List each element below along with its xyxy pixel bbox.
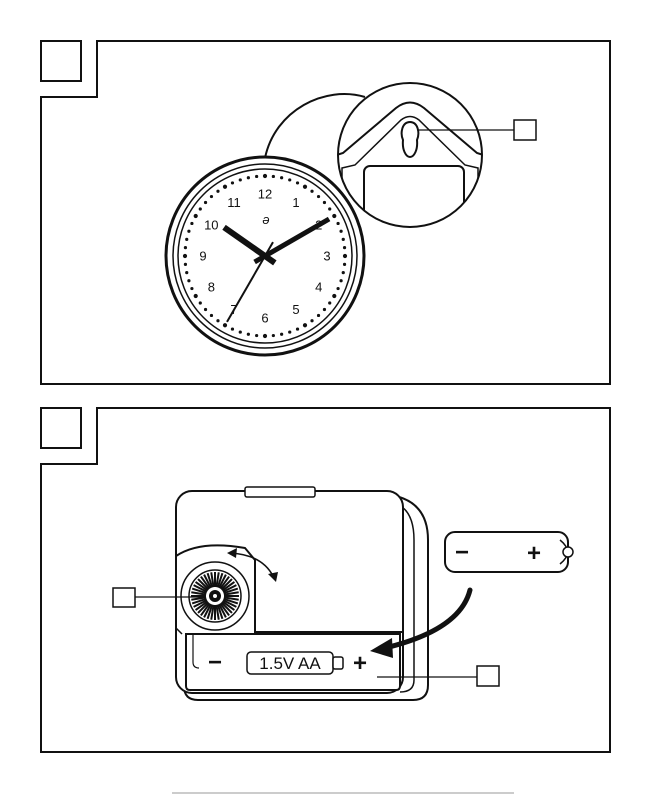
minute-dot: [204, 308, 207, 311]
minute-dot: [263, 174, 267, 178]
minute-dot: [288, 330, 291, 333]
minute-dot: [231, 327, 234, 330]
clock-numeral: 1: [292, 195, 299, 210]
clock-numeral: 10: [204, 218, 218, 233]
minute-dot: [223, 323, 227, 327]
clock-numeral: 5: [292, 302, 299, 317]
minute-dot: [339, 279, 342, 282]
minute-dot: [247, 176, 250, 179]
wheel-callout-box: [113, 588, 135, 607]
panel-1-number-box: [41, 41, 81, 81]
minute-dot: [296, 327, 299, 330]
clock-numeral: 3: [323, 249, 330, 264]
minute-dot: [185, 271, 188, 274]
minute-dot: [231, 181, 234, 184]
minute-dot: [255, 334, 258, 337]
minute-dot: [296, 181, 299, 184]
wheel-center-dot: [213, 594, 217, 598]
minute-dot: [183, 254, 187, 258]
minute-dot: [239, 330, 242, 333]
compartment-minus-sign: −: [208, 649, 222, 676]
clock-numeral: 4: [315, 280, 322, 295]
minute-dot: [216, 319, 219, 322]
minute-dot: [247, 333, 250, 336]
minute-dot: [288, 178, 291, 181]
battery-compartment-label: 1.5V AA: [259, 654, 321, 673]
minute-dot: [280, 333, 283, 336]
minute-dot: [303, 323, 307, 327]
minute-dot: [216, 190, 219, 193]
aa-battery: − +: [445, 532, 573, 572]
compartment-plus-sign: +: [353, 650, 367, 677]
minute-dot: [280, 176, 283, 179]
minute-dot: [204, 201, 207, 204]
minute-dot: [187, 230, 190, 233]
battery-label-nub: [333, 657, 343, 669]
minute-dot: [187, 279, 190, 282]
minute-dot: [199, 207, 202, 210]
battery-plus-sign: +: [527, 540, 541, 567]
minute-dot: [210, 195, 213, 198]
minute-dot: [263, 334, 267, 338]
minute-dot: [317, 314, 320, 317]
minute-dot: [199, 301, 202, 304]
battery-positive-terminal: [563, 547, 573, 557]
clock-back-housing: 1.5V AA − +: [176, 487, 428, 700]
minute-dot: [343, 246, 346, 249]
panel-2: 1.5V AA − +: [41, 408, 610, 752]
minute-dot: [317, 195, 320, 198]
clock-numeral: 8: [208, 280, 215, 295]
keyhole-callout-box: [514, 120, 536, 140]
minute-dot: [328, 207, 331, 210]
minute-dot: [336, 287, 339, 290]
clock-numeral: 9: [199, 249, 206, 264]
minute-dot: [210, 314, 213, 317]
clock-numeral: 11: [227, 195, 241, 210]
minute-dot: [332, 214, 336, 218]
minute-dot: [339, 230, 342, 233]
clock-numeral: 6: [261, 311, 268, 326]
minute-dot: [185, 238, 188, 241]
minute-dot: [323, 308, 326, 311]
minute-dot: [184, 246, 187, 249]
minute-dot: [332, 294, 336, 298]
panel-2-number-box: [41, 408, 81, 448]
time-setting-wheel: [181, 562, 249, 630]
housing-top-tab: [245, 487, 315, 497]
clock-numeral: 12: [258, 187, 272, 202]
minute-dot: [255, 175, 258, 178]
clock-brand-logo: ə: [262, 212, 269, 227]
minute-dot: [190, 222, 193, 225]
compartment-callout-box: [477, 666, 499, 686]
minute-dot: [194, 214, 198, 218]
minute-dot: [323, 201, 326, 204]
minute-dot: [310, 319, 313, 322]
minute-dot: [190, 287, 193, 290]
minute-dot: [342, 271, 345, 274]
minute-dot: [310, 190, 313, 193]
clock: 121234567891011 ə: [166, 157, 364, 355]
minute-dot: [336, 222, 339, 225]
minute-dot: [328, 301, 331, 304]
minute-dot: [239, 178, 242, 181]
minute-dot: [303, 185, 307, 189]
minute-dot: [343, 254, 347, 258]
minute-dot: [343, 263, 346, 266]
minute-dot: [184, 263, 187, 266]
minute-dot: [194, 294, 198, 298]
minute-dot: [272, 334, 275, 337]
minute-dot: [272, 175, 275, 178]
minute-dot: [223, 185, 227, 189]
panel-1: 121234567891011 ə: [41, 41, 610, 384]
battery-minus-sign: −: [455, 539, 469, 566]
keyhole-slot: [402, 122, 419, 157]
minute-dot: [342, 238, 345, 241]
